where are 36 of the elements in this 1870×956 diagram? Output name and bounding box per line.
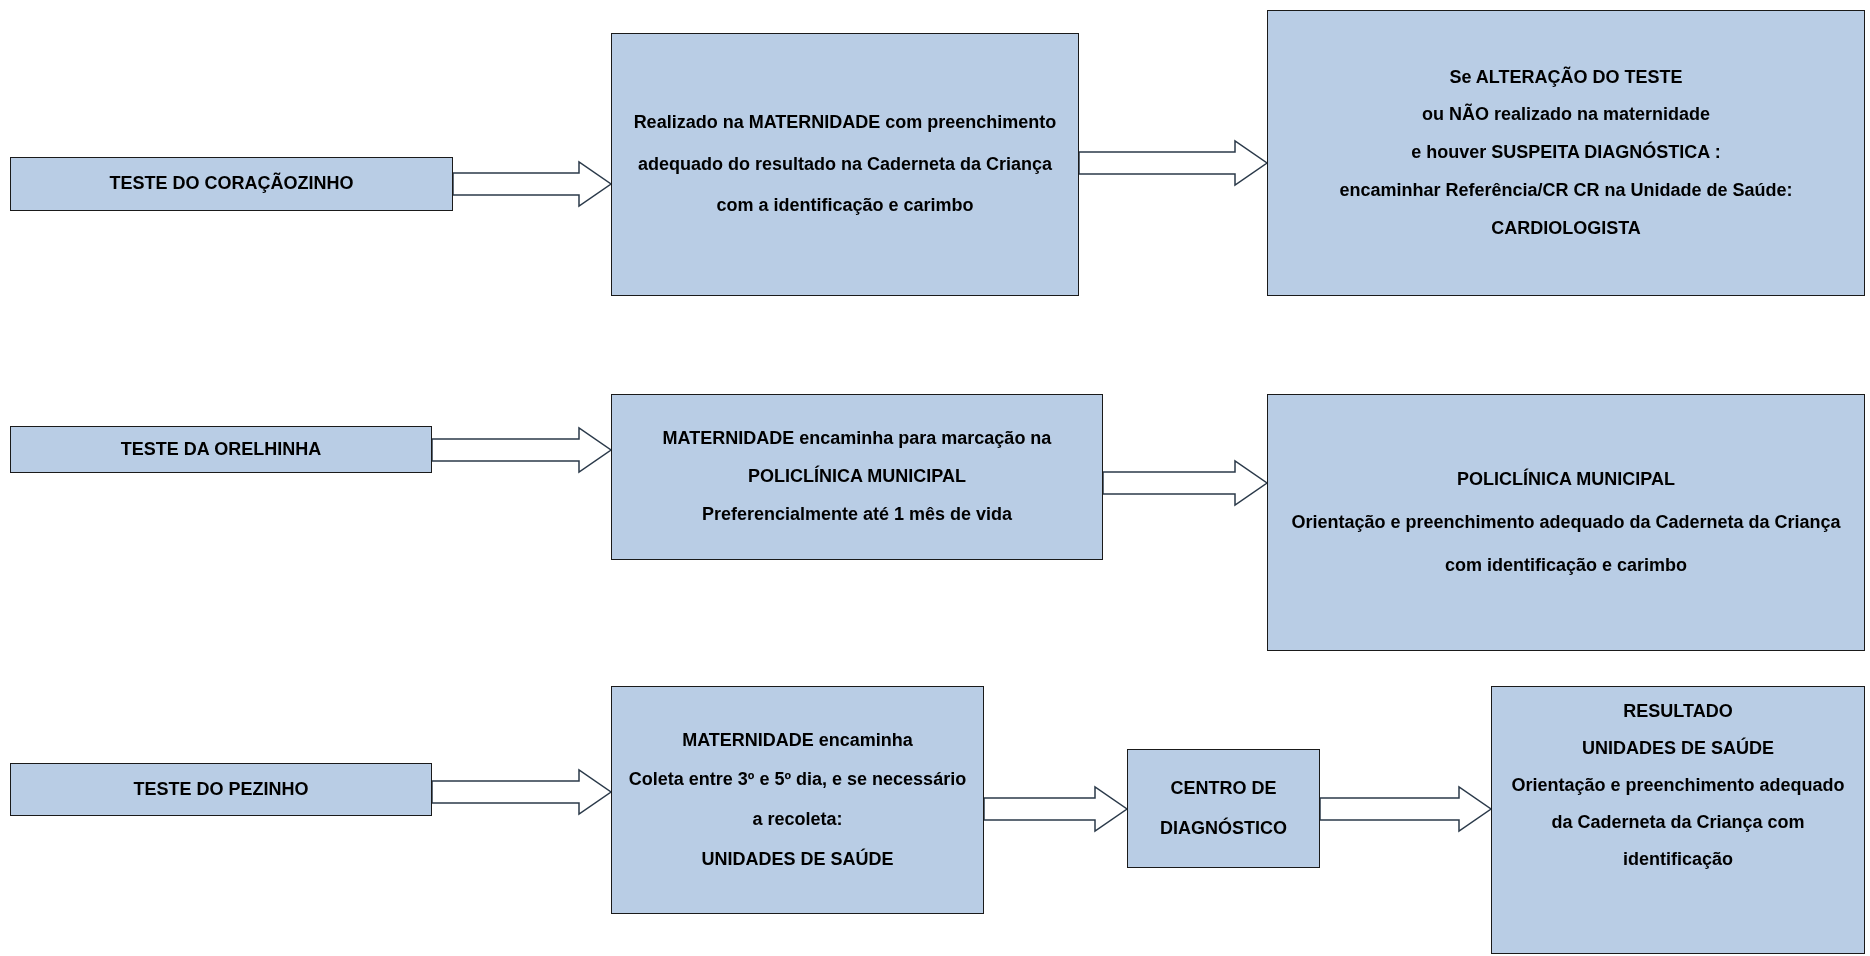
block-arrow [431, 426, 613, 474]
process-box [1491, 686, 1865, 954]
box-text: Se ALTERAÇÃO DO TESTE [1449, 65, 1683, 89]
block-arrow [1319, 785, 1493, 833]
box-text: TESTE DO PEZINHO [133, 777, 309, 801]
process-box [10, 426, 432, 473]
block-arrow [452, 160, 613, 208]
box-text: TESTE DA ORELHINHA [120, 437, 322, 461]
process-box [611, 394, 1103, 560]
process-box [10, 157, 453, 211]
box-text: UNIDADES DE SAÚDE [1582, 736, 1774, 760]
box-text: UNIDADES DE SAÚDE [701, 847, 894, 871]
box-text: POLICLÍNICA MUNICIPAL [1457, 467, 1675, 491]
process-box [1267, 394, 1865, 651]
process-box [1267, 10, 1865, 296]
box-text: RESULTADO [1623, 700, 1733, 723]
box-text: ou NÃO realizado na maternidade [1421, 102, 1711, 127]
box-text: MATERNIDADE encaminha para marcação na POLICLÍNICA MUNICIPAL [661, 427, 1053, 489]
block-arrow [431, 768, 613, 816]
box-text: Coleta entre 3º e 5º dia, e se necessário a recoleta: [627, 768, 968, 831]
process-box [1127, 749, 1320, 868]
box-text: CENTRO DE DIAGNÓSTICO [1159, 776, 1288, 840]
process-box [10, 763, 432, 816]
box-text: TESTE DO CORAÇÃOZINHO [109, 171, 354, 196]
process-box [611, 33, 1079, 296]
box-text: Orientação e preenchimento adequado da Caderneta da Criança com identificação [1510, 773, 1846, 871]
box-text: Orientação e preenchimento adequado da Caderneta da Criança com identificação e carimbo [1290, 510, 1842, 578]
box-text: Preferencialmente até 1 mês de vida [701, 502, 1013, 526]
box-text: encaminhar Referência/CR CR na Unidade de Saúde: CARDIOLOGISTA [1338, 178, 1794, 240]
process-box [611, 686, 984, 914]
box-text: Realizado na MATERNIDADE com preenchimento adequado do resultado na Caderneta da Criança com a identificação e carimbo [632, 111, 1058, 218]
block-arrow [1078, 139, 1269, 187]
block-arrow [1102, 459, 1269, 507]
box-text: e houver SUSPEITA DIAGNÓSTICA : [1411, 140, 1721, 165]
block-arrow [983, 785, 1129, 833]
box-text: MATERNIDADE encaminha [682, 728, 913, 752]
